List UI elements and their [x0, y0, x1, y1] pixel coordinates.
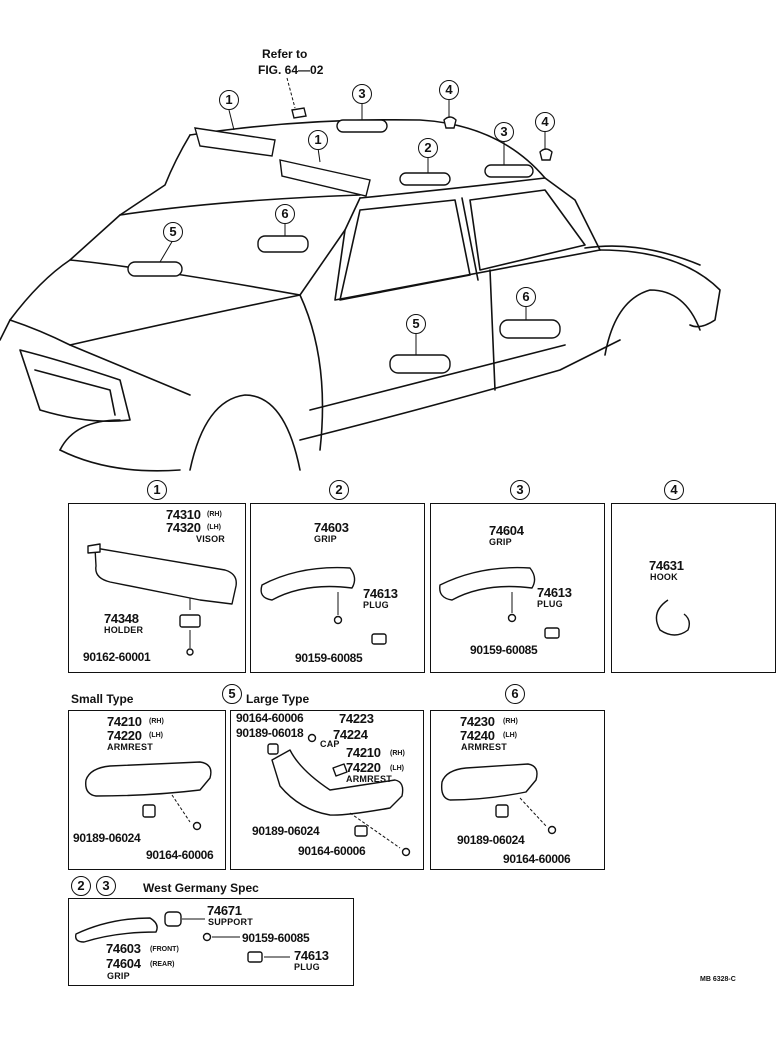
panel-6-number: 6: [505, 684, 525, 704]
visor-rh-part-number: 74310: [166, 507, 201, 522]
armrest-6-name: ARMREST: [461, 742, 507, 752]
plug-2-part-number: 74613: [363, 586, 398, 601]
wg-grip-front-suffix: (FRONT): [150, 946, 179, 953]
visor-rh-suffix: (RH): [207, 511, 222, 518]
visor-lh-suffix: (LH): [207, 524, 221, 531]
visor-screw-part-number: 90162-60001: [83, 650, 151, 664]
panel-2-number: 2: [329, 480, 349, 500]
panel-west-germany-spec: [68, 898, 354, 986]
visor-name: VISOR: [196, 534, 226, 544]
grip-2-part-number: 74603: [314, 520, 349, 535]
wg-grip-name: GRIP: [107, 971, 130, 981]
car-callout-4b: 4: [535, 112, 555, 132]
panel-5-number: 5: [222, 684, 242, 704]
small-armrest-lh-suffix: (LH): [149, 732, 163, 739]
panel-5-small-armrest: [68, 710, 226, 870]
panel-5-large-armrest: [230, 710, 424, 870]
panel-3-number: 3: [510, 480, 530, 500]
panel-3-grip: [430, 503, 605, 673]
visor-lh-part-number: 74320: [166, 520, 201, 535]
panel-1-number: 1: [147, 480, 167, 500]
holder-name: HOLDER: [104, 625, 144, 635]
holder-part-number: 74348: [104, 611, 139, 626]
large-type-label: Large Type: [246, 692, 310, 706]
wg-grip-rear-suffix: (REAR): [150, 961, 175, 968]
car-callout-1a: 1: [219, 90, 239, 110]
car-callout-3a: 3: [352, 84, 372, 104]
large-armrest-nut-part-number: 90189-06024: [252, 824, 320, 838]
grip-3-name: GRIP: [489, 537, 512, 547]
car-callout-1b: 1: [308, 130, 328, 150]
wg-plug-part-number: 74613: [294, 948, 329, 963]
large-armrest-rh-suffix: (RH): [390, 750, 405, 757]
large-nut-top-part-number: 90189-06018: [236, 726, 304, 740]
wg-number-3: 3: [96, 876, 116, 896]
car-illustration: [0, 77, 721, 472]
car-callout-5b: 5: [406, 314, 426, 334]
large-armrest-rh-part-number: 74210: [346, 745, 381, 760]
wg-screw-part-number: 90159-60085: [242, 931, 310, 945]
car-callout-5a: 5: [163, 222, 183, 242]
refer-label: Refer to: [262, 47, 308, 61]
car-callout-6b: 6: [516, 287, 536, 307]
grip-3-screw-part-number: 90159-60085: [470, 643, 538, 657]
panel-2-grip: [250, 503, 425, 673]
wg-number-2: 2: [71, 876, 91, 896]
wg-title: West Germany Spec: [143, 881, 259, 895]
panel-4-number: 4: [664, 480, 684, 500]
car-callout-6a: 6: [275, 204, 295, 224]
small-armrest-screw-part-number: 90164-60006: [146, 848, 214, 862]
panel-1-visor: [68, 503, 246, 673]
support-part-number: 74671: [207, 903, 242, 918]
cap-part-number: 74223: [339, 711, 374, 726]
wg-grip-rear-part-number: 74604: [106, 956, 141, 971]
car-callout-3b: 3: [494, 122, 514, 142]
small-armrest-rh-suffix: (RH): [149, 718, 164, 725]
plug-3-part-number: 74613: [537, 585, 572, 600]
armrest-6-nut-part-number: 90189-06024: [457, 833, 525, 847]
support-name: SUPPORT: [208, 917, 253, 927]
small-armrest-nut-part-number: 90189-06024: [73, 831, 141, 845]
plug-3-name: PLUG: [537, 599, 563, 609]
wg-plug-name: PLUG: [294, 962, 320, 972]
hook-name: HOOK: [650, 572, 678, 582]
grip-2-screw-part-number: 90159-60085: [295, 651, 363, 665]
small-armrest-name: ARMREST: [107, 742, 153, 752]
diagram-code: MB 6328-C: [700, 976, 736, 983]
plug-2-name: PLUG: [363, 600, 389, 610]
cap-2-part-number: 74224: [333, 727, 368, 742]
hook-part-number: 74631: [649, 558, 684, 573]
armrest-6-lh-suffix: (LH): [503, 732, 517, 739]
small-type-label: Small Type: [71, 692, 134, 706]
panel-6-armrest: [430, 710, 605, 870]
armrest-6-screw-part-number: 90164-60006: [503, 852, 571, 866]
refer-figure-link[interactable]: FIG. 64—02: [258, 63, 324, 77]
small-armrest-lh-part-number: 74220: [107, 728, 142, 743]
armrest-6-lh-part-number: 74240: [460, 728, 495, 743]
cap-name: CAP: [320, 739, 340, 749]
large-armrest-name: ARMREST: [346, 774, 392, 784]
car-callout-2: 2: [418, 138, 438, 158]
large-armrest-lh-suffix: (LH): [390, 765, 404, 772]
car-callout-4a: 4: [439, 80, 459, 100]
armrest-6-rh-part-number: 74230: [460, 714, 495, 729]
grip-3-part-number: 74604: [489, 523, 524, 538]
large-armrest-screw-part-number: 90164-60006: [298, 844, 366, 858]
grip-2-name: GRIP: [314, 534, 337, 544]
large-armrest-lh-part-number: 74220: [346, 760, 381, 775]
large-screw-top-part-number: 90164-60006: [236, 711, 304, 725]
armrest-6-rh-suffix: (RH): [503, 718, 518, 725]
small-armrest-rh-part-number: 74210: [107, 714, 142, 729]
wg-grip-front-part-number: 74603: [106, 941, 141, 956]
